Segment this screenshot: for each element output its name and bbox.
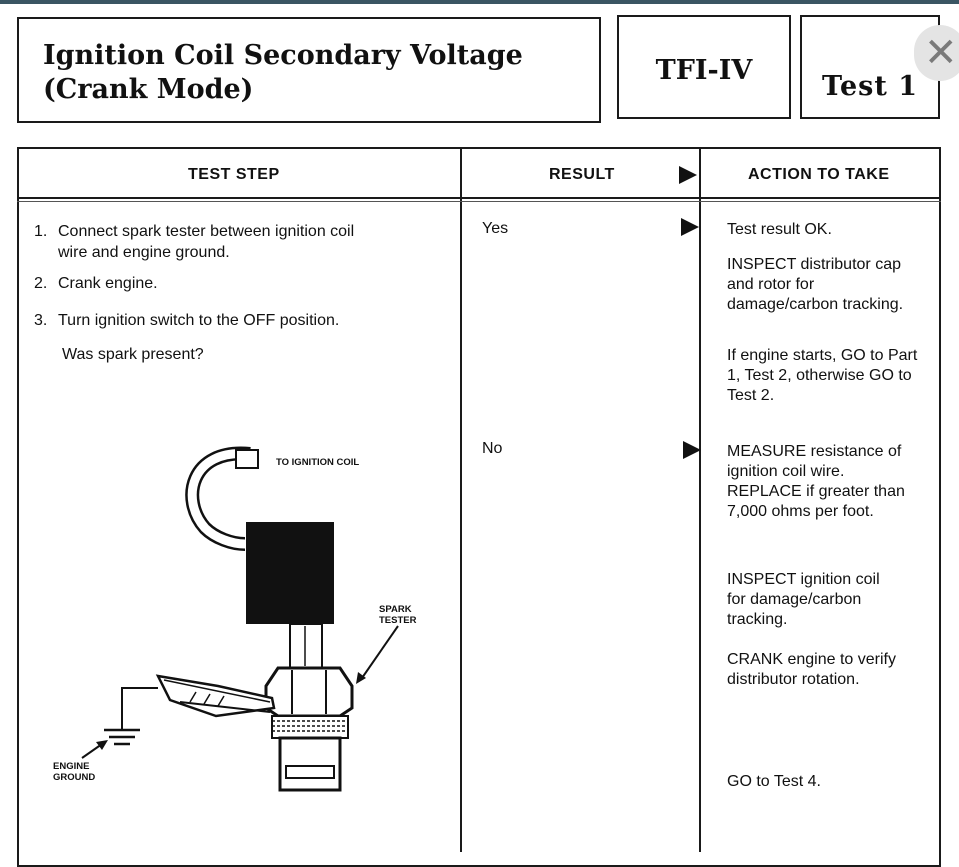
header-divider	[17, 197, 941, 199]
test-number-label: Test 1	[822, 71, 919, 102]
column-header-result: RESULT	[549, 166, 615, 183]
step-number: 2.	[34, 275, 48, 292]
tester-body	[278, 736, 342, 792]
arrow-right-icon	[679, 166, 697, 184]
action-no-2: INSPECT ignition coil for damage/carbon …	[727, 571, 880, 628]
result-yes: Yes	[482, 220, 509, 237]
step-3: 3. Turn ignition switch to the OFF positi…	[34, 310, 339, 331]
ground-symbol-icon	[104, 728, 140, 746]
system-box: TFI-IV	[617, 15, 791, 119]
label-engine-ground: ENGINE GROUND	[53, 761, 95, 783]
step-question: Was spark present?	[62, 346, 204, 363]
column-divider-2	[699, 147, 701, 852]
tester-threads	[271, 715, 349, 739]
label-spark-line: SPARK	[379, 604, 412, 615]
tester-hex-nut	[264, 666, 354, 718]
action-no-3: CRANK engine to verify distributor rotat…	[727, 651, 896, 688]
coil-wire-end	[235, 449, 259, 469]
label-spark-tester: SPARK TESTER	[379, 604, 416, 626]
action-yes-3: If engine starts, GO to Part 1, Test 2, …	[727, 347, 918, 404]
step-text-cont: wire and engine ground.	[58, 244, 230, 261]
page-title: Ignition Coil Secondary Voltage (Crank M…	[43, 39, 523, 107]
title-line-2: (Crank Mode)	[43, 74, 254, 105]
result-no: No	[482, 440, 503, 457]
action-yes-1: Test result OK.	[727, 221, 832, 238]
title-box: Ignition Coil Secondary Voltage (Crank M…	[17, 17, 601, 123]
label-engine-line: ENGINE	[53, 761, 90, 772]
tester-shaft	[289, 623, 323, 669]
column-header-test-step: TEST STEP	[188, 166, 280, 183]
ground-wire	[121, 687, 158, 730]
column-header-action: ACTION TO TAKE	[748, 166, 890, 183]
label-tester-line: TESTER	[379, 615, 417, 626]
arrow-right-icon	[683, 441, 701, 459]
action-yes-2: INSPECT distributor cap and rotor for da…	[727, 256, 904, 313]
arrow-right-icon	[681, 218, 699, 236]
ground-leader-arrow	[81, 743, 103, 759]
label-to-ignition-coil: TO IGNITION COIL	[276, 457, 360, 468]
tester-leader-arrow	[361, 625, 399, 679]
tester-boot	[246, 522, 334, 624]
step-text: Turn ignition switch to the OFF position…	[58, 312, 340, 329]
step-text: Connect spark tester between ignition co…	[58, 223, 355, 240]
header-divider-inner	[17, 201, 941, 202]
step-2: 2. Crank engine.	[34, 273, 158, 294]
step-number: 3.	[34, 312, 48, 329]
window-top-bar	[0, 0, 959, 4]
step-text: Crank engine.	[58, 275, 158, 292]
action-no-1: MEASURE resistance of ignition coil wire…	[727, 443, 905, 520]
spark-tester-illustration	[81, 446, 399, 792]
step-1: 1. Connect spark tester between ignition …	[34, 221, 354, 263]
title-line-1: Ignition Coil Secondary Voltage	[43, 40, 523, 71]
action-no-4: GO to Test 4.	[727, 773, 821, 790]
system-label: TFI-IV	[655, 55, 753, 86]
column-divider-1	[460, 147, 462, 852]
alligator-clip	[155, 674, 276, 718]
close-button[interactable]: ✕	[914, 25, 959, 81]
close-icon: ✕	[924, 31, 958, 75]
step-number: 1.	[34, 223, 48, 240]
label-ground-line: GROUND	[53, 772, 96, 783]
